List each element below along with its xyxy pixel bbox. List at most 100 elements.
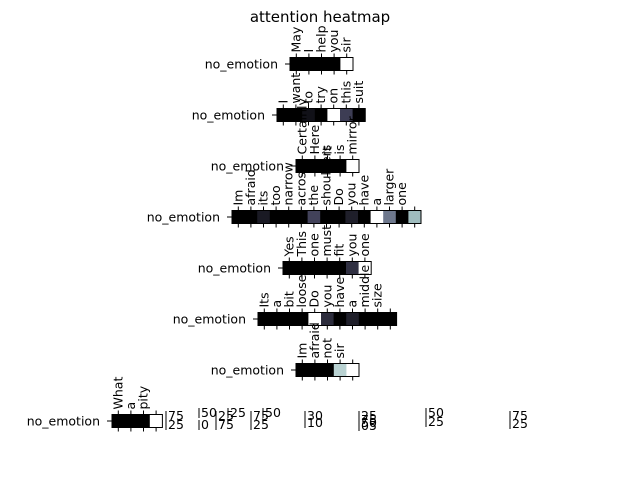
heatmap-cell — [258, 312, 271, 326]
token-label: afraid — [307, 322, 322, 358]
token-label: Certainly — [294, 98, 309, 155]
row-label: no_emotion — [211, 363, 284, 378]
row-frame — [111, 414, 163, 428]
heatmap-cell — [370, 210, 384, 224]
heatmap-cell — [333, 363, 347, 377]
token-label: on — [326, 88, 341, 104]
heatmap-cell — [307, 210, 321, 224]
heatmap-cell — [137, 414, 151, 428]
token-label: is — [332, 145, 347, 155]
row-label: no_emotion — [211, 159, 284, 174]
token-label: larger — [382, 168, 397, 206]
heatmap-cell — [277, 108, 290, 122]
bottom-tick-label: 25 — [428, 414, 444, 429]
token-label: you — [326, 30, 341, 53]
heatmap-cell — [308, 363, 322, 377]
heatmap-cell — [358, 312, 372, 326]
token-label: a — [269, 300, 284, 308]
bottom-tick-label: 25 — [361, 408, 377, 423]
heatmap-cell — [295, 312, 309, 326]
heatmap-cell — [302, 57, 316, 71]
token-label: to — [301, 91, 316, 104]
heatmap-rows: no_emotionMayIhelpyousirno_emotionIwantt… — [27, 25, 422, 432]
heatmap-cell — [244, 210, 258, 224]
heatmap-cell — [383, 210, 397, 224]
heatmap-cell — [321, 159, 335, 173]
bottom-tick-label: 30 — [307, 408, 323, 423]
token-label: help — [314, 25, 329, 52]
token-label: Yes — [281, 236, 296, 257]
chart-title: attention heatmap — [250, 8, 390, 26]
token-label: fit — [332, 244, 347, 257]
heatmap-cell — [320, 210, 334, 224]
token-label: one — [357, 233, 372, 257]
heatmap-cell — [302, 108, 316, 122]
heatmap-cell — [384, 312, 397, 326]
heatmap-cell — [345, 210, 359, 224]
heatmap-cell — [321, 312, 334, 326]
token-label: across — [293, 165, 308, 205]
token-label: have — [356, 175, 371, 206]
token-label: Im — [230, 190, 245, 206]
token-label: not — [320, 338, 335, 359]
heatmap-cell — [290, 57, 303, 71]
token-label: narrow — [281, 162, 296, 205]
token-label: a — [123, 402, 138, 410]
heatmap-cell — [346, 312, 360, 326]
token-label: its — [256, 191, 271, 206]
heatmap-cell — [371, 312, 385, 326]
heatmap-cell — [358, 210, 371, 224]
row-label: no_emotion — [205, 57, 278, 72]
bottom-tick-label: 05 — [361, 418, 377, 433]
token-label: Its — [256, 292, 271, 307]
bottom-tick-label: 25 — [253, 417, 269, 432]
token-label: one — [394, 182, 409, 206]
token-label: have — [332, 277, 347, 308]
heatmap-row: no_emotionItsabitlooseDoyouhaveamiddlesi… — [173, 265, 398, 330]
heatmap-cell — [333, 312, 347, 326]
token-label: What — [110, 377, 125, 410]
token-label: Here — [307, 125, 322, 155]
token-label: a — [345, 300, 360, 308]
token-label: I — [275, 100, 290, 104]
bottom-tick-label: 25 — [512, 416, 528, 431]
bottom-tick-label: 10 — [307, 415, 323, 430]
bottom-tick-label: 0 — [201, 417, 209, 432]
token-label: bit — [282, 291, 297, 307]
heatmap-cell — [408, 210, 422, 224]
token-label: you — [319, 285, 334, 308]
token-label: mirror — [345, 115, 360, 154]
heatmap-cell — [320, 261, 334, 275]
heatmap-cell — [327, 108, 341, 122]
heatmap-cell — [308, 159, 322, 173]
token-label: must — [319, 225, 334, 257]
heatmap-cell — [295, 261, 309, 275]
row-label: no_emotion — [192, 108, 265, 123]
heatmap-cell — [314, 108, 328, 122]
heatmap-cell — [295, 210, 308, 224]
token-label: try — [313, 85, 328, 103]
row-label: no_emotion — [198, 261, 271, 276]
heatmap-cell — [327, 57, 341, 71]
token-label: This — [294, 231, 309, 258]
token-label: Im — [294, 343, 309, 359]
heatmap-cell — [308, 261, 322, 275]
heatmap-cell — [283, 312, 297, 326]
heatmap-cell — [112, 414, 125, 428]
bottom-tick-label: 50 — [428, 405, 444, 420]
heatmap-cell — [296, 363, 309, 377]
bottom-tick-label: 75 — [218, 417, 234, 432]
heatmap-cell — [124, 414, 138, 428]
token-label: this — [338, 81, 353, 104]
token-label: May — [288, 26, 303, 52]
heatmap-cell — [296, 159, 309, 173]
token-label: Do — [307, 290, 322, 307]
heatmap-cell — [333, 159, 347, 173]
heatmap-cell — [333, 261, 347, 275]
